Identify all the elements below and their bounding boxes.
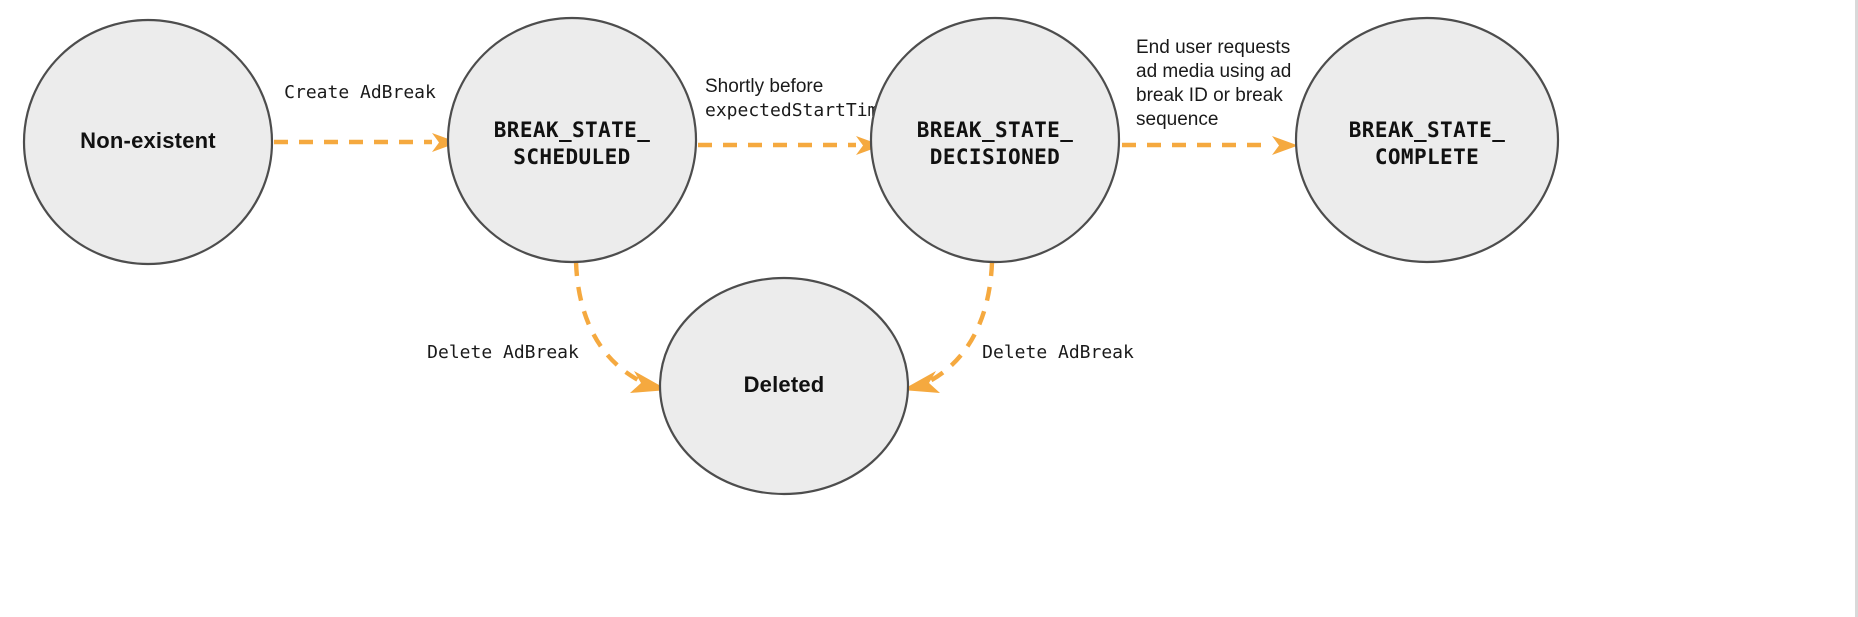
- arrowhead-icon: [432, 133, 458, 152]
- edge-label-delete-adbreak-right: Delete AdBreak: [982, 342, 1134, 363]
- node-break-state-decisioned-label-line2: DECISIONED: [930, 145, 1060, 169]
- node-break-state-decisioned-label-line1: BREAK_STATE_: [917, 118, 1074, 142]
- node-non-existent-shape: [22, 18, 274, 266]
- arrowhead-icon: [902, 371, 940, 393]
- edge-create-adbreak[interactable]: Create AdBreak: [274, 82, 458, 152]
- node-break-state-complete-label-line1: BREAK_STATE_: [1349, 118, 1506, 142]
- arrowhead-icon: [630, 371, 668, 393]
- edge-shortly-before-expected-start-time[interactable]: Shortly before expectedStartTime: [698, 76, 889, 155]
- node-deleted-shape: [658, 276, 910, 496]
- edge-label-create-adbreak: Create AdBreak: [284, 82, 436, 103]
- node-break-state-complete-label-line2: COMPLETE: [1375, 145, 1479, 169]
- node-break-state-scheduled[interactable]: BREAK_STATE_ SCHEDULED: [446, 16, 698, 264]
- edge-label-end-user-line4: sequence: [1136, 109, 1218, 130]
- edge-label-delete-adbreak-left: Delete AdBreak: [427, 342, 579, 363]
- edge-label-shortly-before-line1: Shortly before: [705, 76, 823, 97]
- node-non-existent[interactable]: Non-existent: [22, 18, 274, 266]
- arrowhead-icon: [856, 136, 882, 155]
- node-break-state-scheduled-shape: [446, 16, 698, 264]
- edge-delete-from-scheduled-line: [573, 261, 645, 385]
- node-break-state-decisioned[interactable]: BREAK_STATE_ DECISIONED: [869, 16, 1121, 264]
- edge-delete-adbreak-from-scheduled[interactable]: Delete AdBreak: [427, 261, 668, 393]
- edge-delete-from-decisioned-line: [925, 261, 995, 385]
- arrowhead-icon: [1272, 136, 1298, 155]
- node-break-state-scheduled-label-line2: SCHEDULED: [513, 145, 630, 169]
- edge-label-shortly-before-line2: expectedStartTime: [705, 100, 889, 121]
- node-break-state-scheduled-label-line1: BREAK_STATE_: [494, 118, 651, 142]
- edge-end-user-requests-ad-media[interactable]: End user requests ad media using ad brea…: [1122, 37, 1298, 155]
- edge-label-end-user-line3: break ID or break: [1136, 85, 1283, 106]
- edge-label-end-user-line2: ad media using ad: [1136, 61, 1291, 82]
- node-non-existent-label: Non-existent: [80, 128, 216, 153]
- page-right-border: [1855, 0, 1858, 617]
- node-break-state-decisioned-shape: [869, 16, 1121, 264]
- node-break-state-complete[interactable]: BREAK_STATE_ COMPLETE: [1294, 16, 1560, 264]
- node-deleted[interactable]: Deleted: [658, 276, 910, 496]
- edge-delete-adbreak-from-decisioned[interactable]: Delete AdBreak: [902, 261, 1134, 393]
- edge-label-end-user-line1: End user requests: [1136, 37, 1290, 58]
- node-break-state-complete-shape: [1294, 16, 1560, 264]
- node-deleted-label: Deleted: [744, 372, 825, 397]
